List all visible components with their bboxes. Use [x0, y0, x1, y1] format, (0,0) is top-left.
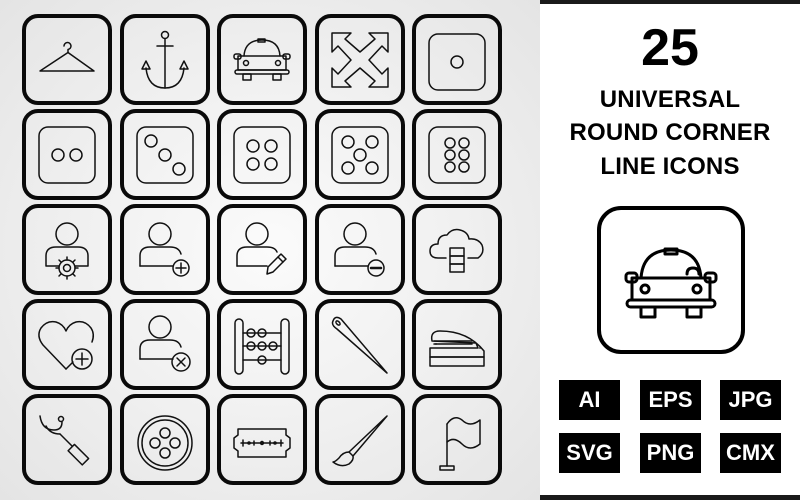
car-icon: [624, 247, 718, 319]
tile-flag: [412, 394, 502, 485]
dice-three-icon: [136, 126, 194, 184]
heart-add-icon: [38, 320, 95, 370]
tile-heart-add: [22, 299, 112, 390]
tile-expand-arrows: [315, 14, 405, 105]
tile-hanger: [22, 14, 112, 105]
format-badge-cmx: CMX: [720, 433, 781, 473]
format-badge-ai: AI: [559, 380, 620, 420]
tile-car: [217, 14, 307, 105]
tile-dice-three: [120, 109, 210, 200]
dice-four-icon: [233, 126, 291, 184]
hanger-icon: [39, 41, 95, 72]
icon-count: 25: [641, 19, 699, 77]
dice-five-icon: [331, 126, 389, 184]
tile-dice-six: [412, 109, 502, 200]
title-line-3: LINE ICONS: [600, 153, 740, 180]
tile-cloud-database: [412, 204, 502, 295]
tile-user-edit: [217, 204, 307, 295]
razor-blade-icon: [233, 428, 291, 458]
needle-icon: [331, 316, 388, 374]
abacus-icon: [234, 318, 290, 375]
tile-user-delete: [120, 299, 210, 390]
bottom-bar: [540, 495, 800, 500]
format-badge-png: PNG: [640, 433, 701, 473]
paint-brush-icon: [332, 415, 388, 467]
tile-abacus: [217, 299, 307, 390]
preview-tile: [597, 206, 745, 354]
user-add-icon: [139, 222, 190, 277]
tile-user-add: [120, 204, 210, 295]
title-line-2: ROUND CORNER: [569, 119, 771, 146]
user-remove-icon: [334, 222, 385, 277]
tile-user-settings: [22, 204, 112, 295]
tile-dice-one: [412, 14, 502, 105]
stapler-icon: [429, 330, 485, 367]
banner-panel: 25 UNIVERSAL ROUND CORNER LINE ICONS AI …: [540, 0, 800, 500]
button-icon: [137, 415, 193, 471]
tile-dice-four: [217, 109, 307, 200]
dice-six-icon: [428, 126, 486, 184]
anchor-icon: [141, 30, 189, 89]
top-bar: [540, 0, 800, 4]
user-delete-icon: [139, 315, 191, 372]
dice-one-icon: [428, 33, 486, 91]
flag-icon: [439, 417, 481, 471]
format-badge-svg: SVG: [559, 433, 620, 473]
user-settings-icon: [45, 222, 89, 280]
dice-two-icon: [38, 126, 96, 184]
user-edit-icon: [236, 222, 287, 275]
tile-stapler: [412, 299, 502, 390]
format-badge-jpg: JPG: [720, 380, 781, 420]
format-badge-eps: EPS: [640, 380, 701, 420]
title-line-1: UNIVERSAL: [599, 86, 741, 113]
seam-ripper-icon: [39, 415, 90, 466]
tile-seam-ripper: [22, 394, 112, 485]
tile-button: [120, 394, 210, 485]
cloud-database-icon: [429, 228, 484, 273]
tile-needle: [315, 299, 405, 390]
tile-dice-two: [22, 109, 112, 200]
tile-anchor: [120, 14, 210, 105]
icon-grid-panel: [0, 0, 540, 500]
expand-arrows-icon: [331, 32, 389, 88]
tile-user-remove: [315, 204, 405, 295]
tile-razor-blade: [217, 394, 307, 485]
tile-dice-five: [315, 109, 405, 200]
car-icon: [233, 38, 291, 81]
tile-paint-brush: [315, 394, 405, 485]
